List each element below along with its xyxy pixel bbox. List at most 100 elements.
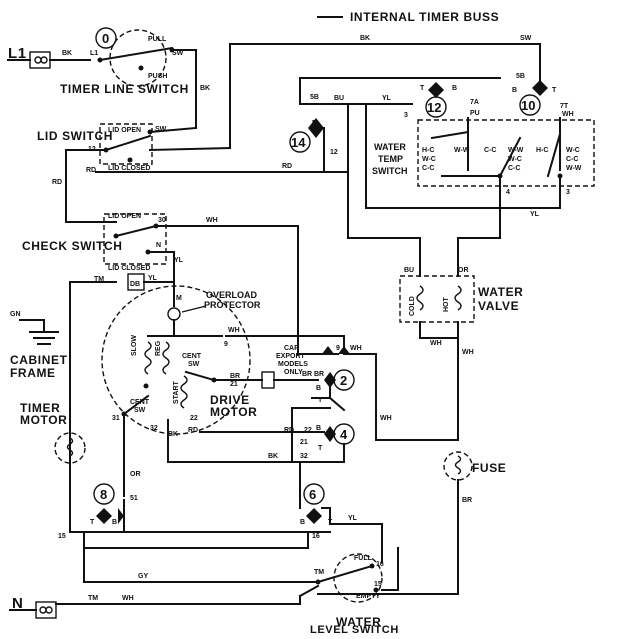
svg-text:14: 14 <box>291 135 306 150</box>
svg-text:REG: REG <box>155 340 162 356</box>
svg-text:ONLY: ONLY <box>284 369 303 376</box>
svg-text:BU: BU <box>334 95 344 102</box>
svg-text:GN: GN <box>10 311 21 318</box>
svg-text:W-C: W-C <box>508 156 522 163</box>
svg-text:WH: WH <box>430 340 442 347</box>
svg-text:3: 3 <box>566 189 570 196</box>
svg-text:CAP: CAP <box>284 345 299 352</box>
svg-text:W-C: W-C <box>566 147 580 154</box>
svg-text:RD: RD <box>284 427 294 434</box>
check-switch: LID OPEN LID CLOSED CHECK SWITCH 30 N WH… <box>22 213 299 355</box>
svg-text:3: 3 <box>404 112 408 119</box>
svg-text:RD: RD <box>282 163 292 170</box>
svg-text:SW: SW <box>134 407 146 414</box>
l1-supply: L1 BK L1 <box>7 45 98 69</box>
svg-text:VALVE: VALVE <box>478 299 519 313</box>
svg-text:BK: BK <box>360 35 370 42</box>
svg-text:WATER: WATER <box>336 615 381 629</box>
svg-text:LID OPEN: LID OPEN <box>108 213 141 220</box>
svg-text:MODELS: MODELS <box>278 361 308 368</box>
neutral-supply: N TM WH <box>9 584 459 619</box>
water-valve-box <box>399 275 475 323</box>
svg-text:H-C: H-C <box>536 147 548 154</box>
svg-text:OR: OR <box>458 267 469 274</box>
svg-text:32: 32 <box>150 425 158 432</box>
svg-text:C-C: C-C <box>484 147 496 154</box>
svg-text:W-W: W-W <box>508 147 524 154</box>
svg-text:RD: RD <box>188 427 198 434</box>
svg-text:T: T <box>552 87 557 94</box>
fuse-element <box>443 451 473 481</box>
timer-cam-10-group: 10 B T 7T WH <box>512 80 574 171</box>
timer-motor <box>54 432 86 464</box>
svg-text:PULL: PULL <box>148 36 167 43</box>
svg-text:BR: BR <box>314 371 324 378</box>
l1-label: L1 <box>8 45 27 62</box>
svg-text:16: 16 <box>376 561 384 568</box>
svg-text:C-C: C-C <box>422 165 434 172</box>
svg-text:PUSH: PUSH <box>148 73 167 80</box>
svg-text:4: 4 <box>506 189 510 196</box>
svg-text:SW: SW <box>155 126 167 133</box>
svg-text:9: 9 <box>224 341 228 348</box>
svg-text:0: 0 <box>102 31 109 46</box>
svg-text:W-W: W-W <box>566 165 582 172</box>
svg-text:DB: DB <box>130 281 140 288</box>
svg-text:LID CLOSED: LID CLOSED <box>108 165 150 172</box>
neutral-connector <box>35 601 57 619</box>
svg-text:22: 22 <box>190 415 198 422</box>
svg-text:T: T <box>420 85 425 92</box>
top-buss: BK BK SW 5B <box>195 35 541 149</box>
svg-text:C-C: C-C <box>508 165 520 172</box>
svg-text:W-W: W-W <box>454 147 470 154</box>
timer-cam-6 <box>303 483 325 505</box>
svg-text:L1: L1 <box>90 50 98 57</box>
svg-text:W-C: W-C <box>422 156 436 163</box>
svg-text:HOT: HOT <box>443 297 450 313</box>
svg-text:FRAME: FRAME <box>10 366 56 380</box>
svg-text:TM: TM <box>94 276 104 283</box>
svg-text:8: 8 <box>100 487 107 502</box>
start-winding <box>180 375 188 409</box>
svg-text:WH: WH <box>562 111 574 118</box>
lid-switch-label: LID SWITCH <box>37 129 113 143</box>
capacitor-and-motor-cams: CAP EXPORT MODELS ONLY BR BR 9 WH 2 B T … <box>167 345 362 463</box>
svg-text:B: B <box>452 85 457 92</box>
svg-text:H-C: H-C <box>422 147 434 154</box>
svg-text:BK: BK <box>200 85 210 92</box>
svg-text:30: 30 <box>158 217 166 224</box>
svg-text:N: N <box>156 242 161 249</box>
timer-cam-14-group: 5B BU 14 B 12 <box>289 77 501 173</box>
svg-text:LID OPEN: LID OPEN <box>108 127 141 134</box>
svg-text:LEVEL SWITCH: LEVEL SWITCH <box>310 624 399 636</box>
svg-text:SWITCH: SWITCH <box>372 166 408 176</box>
water-level-switch: FULL EMPTY 16 15 TM WATER LEVEL SWITCH <box>310 547 399 636</box>
svg-text:5B: 5B <box>310 94 319 101</box>
svg-text:TIMER: TIMER <box>20 401 60 415</box>
reg-winding <box>162 341 170 375</box>
svg-text:32: 32 <box>300 453 308 460</box>
svg-text:BK: BK <box>168 431 178 438</box>
hot-solenoid <box>454 285 462 311</box>
svg-text:COLD: COLD <box>409 296 416 316</box>
svg-text:5B: 5B <box>516 73 525 80</box>
svg-text:PROTECTOR: PROTECTOR <box>204 300 261 310</box>
svg-text:10: 10 <box>521 98 535 113</box>
svg-text:WATER: WATER <box>374 142 406 152</box>
svg-text:12: 12 <box>330 149 338 156</box>
svg-text:WH: WH <box>206 217 218 224</box>
svg-text:YL: YL <box>148 275 158 282</box>
check-switch-label: CHECK SWITCH <box>22 239 123 253</box>
svg-text:OR: OR <box>130 471 141 478</box>
svg-text:YL: YL <box>530 211 540 218</box>
svg-text:RD: RD <box>52 179 62 186</box>
timer-line-switch-housing <box>109 29 167 87</box>
svg-text:B: B <box>316 425 321 432</box>
svg-text:PU: PU <box>470 110 480 117</box>
svg-text:22: 22 <box>304 427 312 434</box>
svg-text:4: 4 <box>340 427 348 442</box>
svg-text:SW: SW <box>172 50 184 57</box>
timer-line-switch: 0 PULL PUSH SW TIMER LINE SWITCH <box>60 27 197 96</box>
svg-text:9: 9 <box>336 345 340 352</box>
